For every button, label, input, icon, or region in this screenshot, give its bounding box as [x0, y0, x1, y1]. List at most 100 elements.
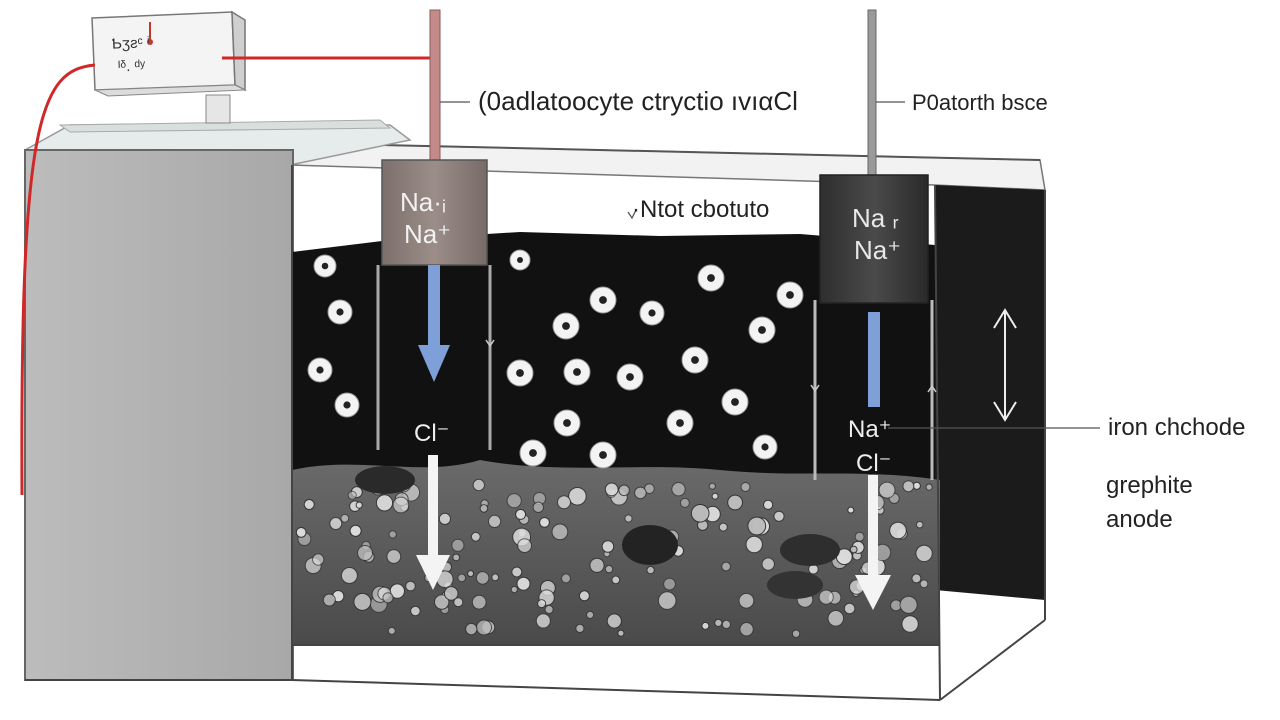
sediment-particle [617, 629, 625, 637]
sediment-particle [889, 521, 907, 540]
sediment-particle [457, 573, 467, 583]
sediment-particle [537, 599, 547, 609]
sediment-particle [410, 605, 421, 617]
sediment-particle [604, 564, 614, 574]
sediment-particle [303, 499, 315, 510]
sediment-particle [902, 480, 915, 493]
sediment-particle [312, 553, 325, 566]
sediment-particle [624, 514, 633, 523]
ion-bubble-core [676, 419, 684, 427]
sediment-particle [340, 513, 350, 523]
sediment-particle [611, 575, 621, 585]
sediment-particle [919, 579, 929, 589]
sediment-particle [355, 501, 363, 509]
sediment-particle [761, 557, 775, 571]
sediment-particle [340, 567, 358, 584]
left-electrode-rod [429, 9, 441, 171]
left-electrode [376, 159, 492, 450]
ion-bubble-core [336, 308, 344, 316]
sediment-particle [465, 622, 478, 636]
power-supply [91, 10, 247, 124]
sediment-particle [382, 592, 394, 604]
sediment-particle [589, 557, 605, 573]
ion-bubble-core [529, 449, 537, 457]
ion-bubble-core [321, 262, 329, 270]
graphite-anode-label-line2: anode [1106, 506, 1173, 533]
sediment-particle [586, 610, 595, 620]
ion-bubble-core [599, 296, 607, 304]
sediment-particle [634, 486, 647, 500]
sediment-particle [405, 580, 416, 592]
sediment-particle [818, 589, 834, 605]
sediment-particle [475, 571, 490, 585]
ion-bubble-core [516, 369, 524, 377]
sediment-particle [606, 613, 622, 629]
sediment-particle [740, 482, 751, 492]
sediment-particle [721, 619, 732, 630]
sediment-particle [438, 512, 451, 526]
sediment-particle [506, 493, 522, 509]
sediment-particle [347, 490, 357, 500]
sediment-particle [517, 538, 532, 553]
left-electrode-ion-bottom: Na⁺ [404, 219, 451, 249]
sediment-particle [472, 478, 485, 492]
sediment-particle [849, 545, 858, 554]
sediment-particle [357, 545, 373, 561]
ion-bubble-core [731, 398, 739, 406]
sediment-particle [679, 497, 690, 508]
power-supply-label-line1: Ƅʒƨᶜ ⁱ [111, 34, 150, 53]
sediment-particle [578, 590, 590, 602]
sediment-particle [375, 494, 394, 512]
right-electrode-rod [867, 9, 877, 191]
sediment-particle [899, 595, 918, 614]
left-chloride-ion: Cl⁻ [414, 420, 450, 447]
sediment-particle [901, 615, 919, 633]
graphite-anode-label-line1: grephite [1106, 472, 1193, 499]
sediment-particle [535, 613, 551, 629]
sediment-particle [539, 517, 550, 528]
ion-bubble-core [599, 451, 607, 459]
sediment-particle [827, 610, 845, 627]
sediment-particle [739, 622, 754, 637]
sediment-particle [453, 597, 464, 608]
sediment-particle [561, 573, 571, 584]
sediment-particle [714, 618, 723, 628]
sediment-particle [488, 514, 502, 529]
iron-cathode-label: iron chchode [1108, 414, 1246, 441]
sediment-particle [738, 592, 755, 609]
sediment-particle [532, 501, 544, 513]
sediment-particle [551, 523, 569, 541]
ion-bubble-core [786, 291, 794, 299]
sediment-particle [925, 483, 933, 491]
sediment-particle [727, 494, 743, 511]
sediment-particle [878, 481, 896, 499]
sediment-particle [915, 544, 933, 563]
sediment-particle [329, 517, 343, 530]
sediment-particle [618, 484, 630, 497]
sediment-particle [467, 570, 475, 578]
tank-left-wall [24, 149, 294, 681]
sediment-particle [388, 530, 397, 539]
sediment-particle [791, 629, 801, 638]
sediment-particle [295, 527, 307, 538]
sediment-particle [349, 524, 362, 537]
sediment-particle [604, 482, 619, 497]
tank-outline [25, 165, 1046, 701]
sediment-particle [515, 508, 527, 520]
sediment-particle [471, 594, 487, 610]
ion-flow-arrows [416, 265, 1017, 610]
sediment-particle [451, 538, 465, 552]
sediment-particle [568, 487, 587, 506]
ion-bubble-core [626, 373, 634, 381]
right-sodium-ion: Na⁺ [848, 416, 892, 443]
ion-bubble-core [691, 356, 699, 364]
sediment-particle [434, 594, 450, 610]
sediment-particle [708, 482, 716, 490]
sediment-particle [386, 549, 402, 564]
right-electrode-ion-top: Na ᵣ [852, 203, 899, 233]
sediment-particle [601, 540, 615, 553]
electrolyte-label: (0adlatoocyte ctryctio ıvıαCl [478, 86, 798, 116]
sediment-particle [718, 522, 728, 532]
sediment-particle [353, 592, 372, 611]
